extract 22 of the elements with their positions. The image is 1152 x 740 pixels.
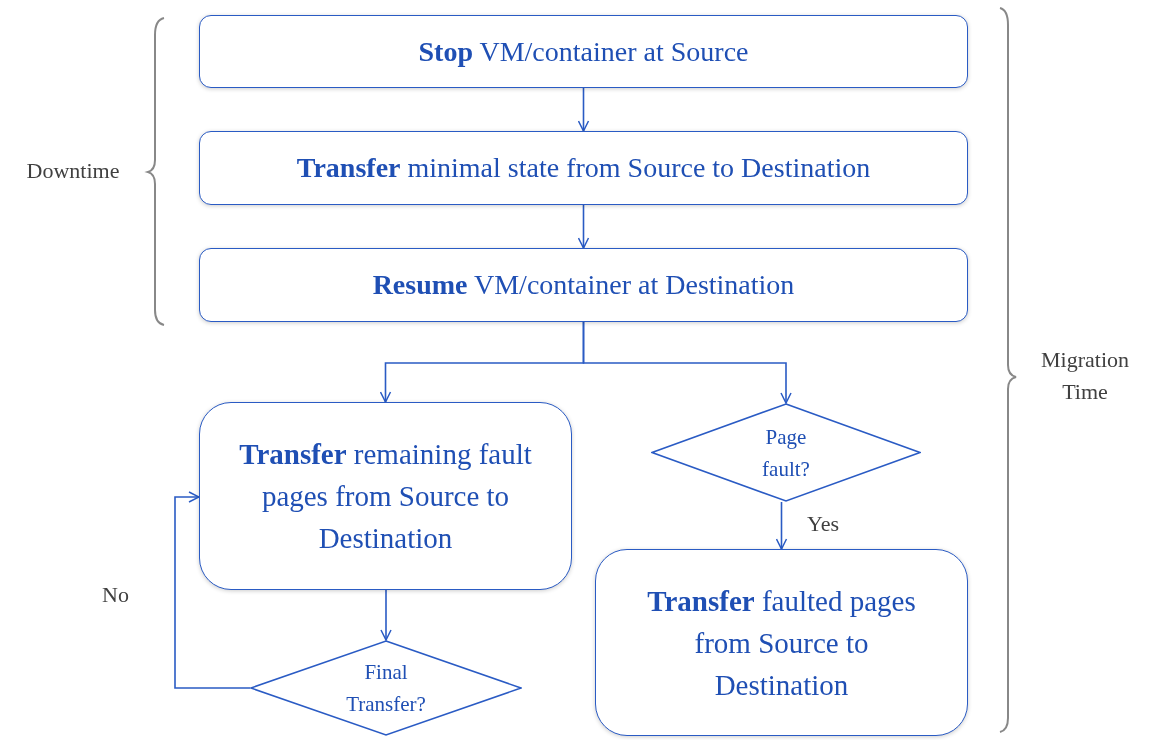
decision-diamond <box>250 640 522 736</box>
decision-diamond <box>651 403 921 502</box>
step-text: Stop VM/container at Source <box>418 34 749 69</box>
step-text: Transfer remaining fault pages from Source to Destination <box>238 437 533 556</box>
arrow <box>174 491 251 689</box>
bracket-label: Downtime <box>25 157 121 185</box>
decision-text: Page fault? <box>761 423 811 483</box>
process-box <box>595 549 968 736</box>
step-text: Resume VM/container at Destination <box>372 268 795 302</box>
process-box <box>199 402 572 590</box>
arrow <box>582 321 792 404</box>
arrow <box>380 589 392 641</box>
arrow <box>577 87 590 132</box>
process-box <box>199 131 968 205</box>
decision-text: Final Transfer? <box>345 659 427 718</box>
arrow <box>775 501 788 550</box>
process-box <box>199 15 968 88</box>
arrow <box>577 204 590 249</box>
step-text: Transfer minimal state from Source to Destination <box>296 151 871 185</box>
step-text: Transfer faulted pages from Source to Destination <box>646 583 917 703</box>
bracket-label: Migration Time <box>1040 346 1130 406</box>
process-box <box>199 248 968 322</box>
